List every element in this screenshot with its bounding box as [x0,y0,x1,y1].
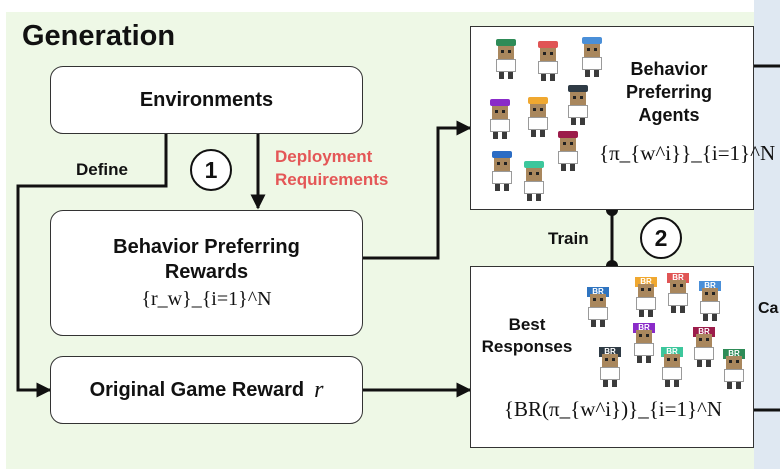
deployment-label-1: Deployment [275,147,373,166]
br-agent-icon: BR [665,273,691,313]
deployment-label-2: Requirements [275,170,389,189]
best-responses-formula: {BR(π_{w^i})}_{i=1}^N [503,397,723,421]
agent-icon [487,99,513,139]
br-agent-icon: BR [691,327,717,367]
original-reward-label: Original Game Reward [89,378,305,401]
next-panel-edge [754,0,780,469]
agent-icon [555,131,581,171]
br-agent-icon: BR [659,347,685,387]
rewards-to-agents-arrow [363,120,472,260]
bp-agents-title-3: Agents [638,105,700,125]
define-label: Define [76,160,128,179]
environments-box: Environments [50,66,363,134]
step-2-badge: 2 [640,217,682,259]
section-title: Generation [22,20,176,52]
original-reward-symbol: r [314,376,324,403]
br-agent-icon: BR [721,349,747,389]
agent-icon [525,97,551,137]
next-panel-cut-label: Ca [758,300,779,317]
agent-icon [565,85,591,125]
train-label: Train [548,229,589,248]
behavior-preferring-agents-box: Behavior Preferring Agents {π_{w^i}}_{i=… [470,26,776,210]
agent-icon [493,39,519,79]
environments-label: Environments [139,88,274,111]
agent-icon [489,151,515,191]
step-1-badge: 1 [190,149,232,191]
bp-agents-formula: {π_{w^i}}_{i=1}^N [599,141,776,165]
br-agent-icon: BR [597,347,623,387]
bp-rewards-title-1: Behavior Preferring [113,235,300,258]
agent-icon [535,41,561,81]
original-game-reward-box: Original Game Reward r [50,356,363,424]
define-arrow [16,134,168,398]
agent-icon [521,161,547,201]
best-responses-title-2: Responses [481,337,573,356]
bp-rewards-title-2: Rewards [164,260,249,283]
br-agent-icon: BR [697,281,723,321]
br-agent-icon: BR [585,287,611,327]
bp-rewards-formula: {r_w}_{i=1}^N [141,287,272,310]
best-responses-title-1: Best [508,315,546,334]
bp-agents-title-2: Preferring [625,82,713,102]
br-agent-icon: BR [631,323,657,363]
bp-agents-title-1: Behavior [630,59,708,79]
br-agent-icon: BR [633,277,659,317]
behavior-preferring-rewards-box: Behavior Preferring Rewards {r_w}_{i=1}^… [50,210,363,336]
agent-icon [579,37,605,77]
